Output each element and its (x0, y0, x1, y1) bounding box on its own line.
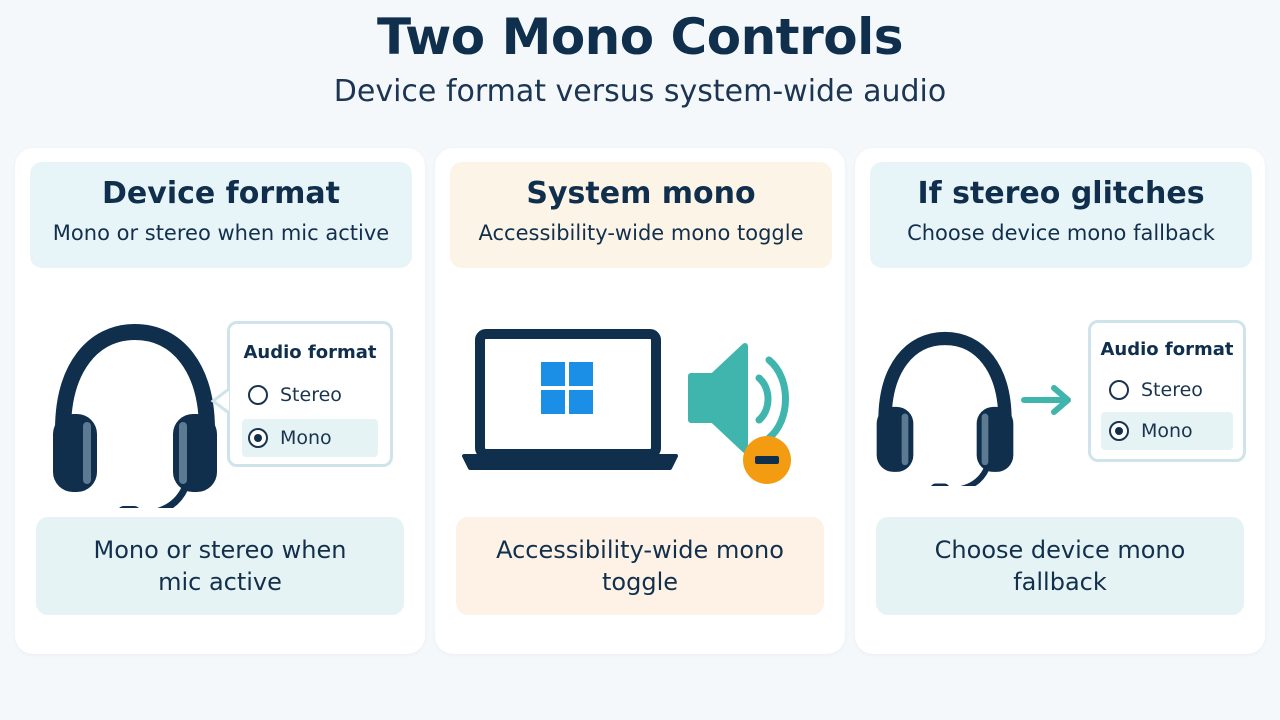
panel-footer: Accessibility-wide mono toggle (456, 517, 824, 615)
panel-header: System mono Accessibility-wide mono togg… (450, 162, 832, 268)
radio-icon (248, 385, 268, 405)
radio-icon (1109, 380, 1129, 400)
page-subtitle: Device format versus system-wide audio (333, 74, 947, 109)
panel-title: Device format (102, 176, 340, 211)
panel-header: If stereo glitches Choose device mono fa… (870, 162, 1252, 268)
popup-pointer-icon (210, 387, 230, 415)
panel-system-mono: System mono Accessibility-wide mono togg… (435, 148, 845, 654)
panel-footer: Choose device mono fallback (876, 517, 1244, 615)
panel-illustration: Audio format Stereo Mono (855, 298, 1265, 508)
arrow-right-icon (1021, 385, 1071, 415)
headset-icon (876, 331, 1014, 486)
panel-stereo-glitches: If stereo glitches Choose device mono fa… (855, 148, 1265, 654)
panel-footer: Mono or stereo when mic active (36, 517, 404, 615)
audio-format-popup: Audio format Stereo Mono (1088, 320, 1246, 462)
panel-title: System mono (526, 176, 756, 211)
footer-text: Accessibility-wide mono toggle (496, 536, 784, 596)
panel-illustration: Audio format Stereo Mono (15, 298, 425, 508)
option-label: Stereo (1141, 379, 1203, 401)
panel-description: Choose device mono fallback (907, 221, 1215, 245)
panel-illustration (435, 298, 845, 508)
popup-title: Audio format (243, 342, 377, 363)
mono-option[interactable]: Mono (1101, 412, 1233, 450)
radio-selected-icon (1109, 421, 1129, 441)
popup-title: Audio format (1100, 339, 1234, 360)
footer-text: Mono or stereo when mic active (93, 536, 347, 596)
stereo-option[interactable]: Stereo (248, 377, 378, 413)
speaker-mute-icon (688, 343, 791, 484)
panel-device-format: Device format Mono or stereo when mic ac… (15, 148, 425, 654)
panel-title: If stereo glitches (917, 176, 1205, 211)
page-title: Two Mono Controls (377, 8, 903, 66)
mono-option[interactable]: Mono (242, 419, 378, 457)
audio-format-popup: Audio format Stereo Mono (227, 321, 393, 467)
panel-header: Device format Mono or stereo when mic ac… (30, 162, 412, 268)
headset-icon (53, 323, 217, 508)
laptop-windows-icon (462, 329, 678, 470)
footer-text: Choose device mono fallback (934, 536, 1186, 596)
option-label: Mono (280, 427, 332, 449)
panel-description: Mono or stereo when mic active (52, 221, 390, 245)
radio-selected-icon (248, 428, 268, 448)
option-label: Mono (1141, 420, 1193, 442)
panel-description: Accessibility-wide mono toggle (478, 221, 804, 245)
option-label: Stereo (280, 384, 342, 406)
stereo-option[interactable]: Stereo (1109, 372, 1233, 408)
